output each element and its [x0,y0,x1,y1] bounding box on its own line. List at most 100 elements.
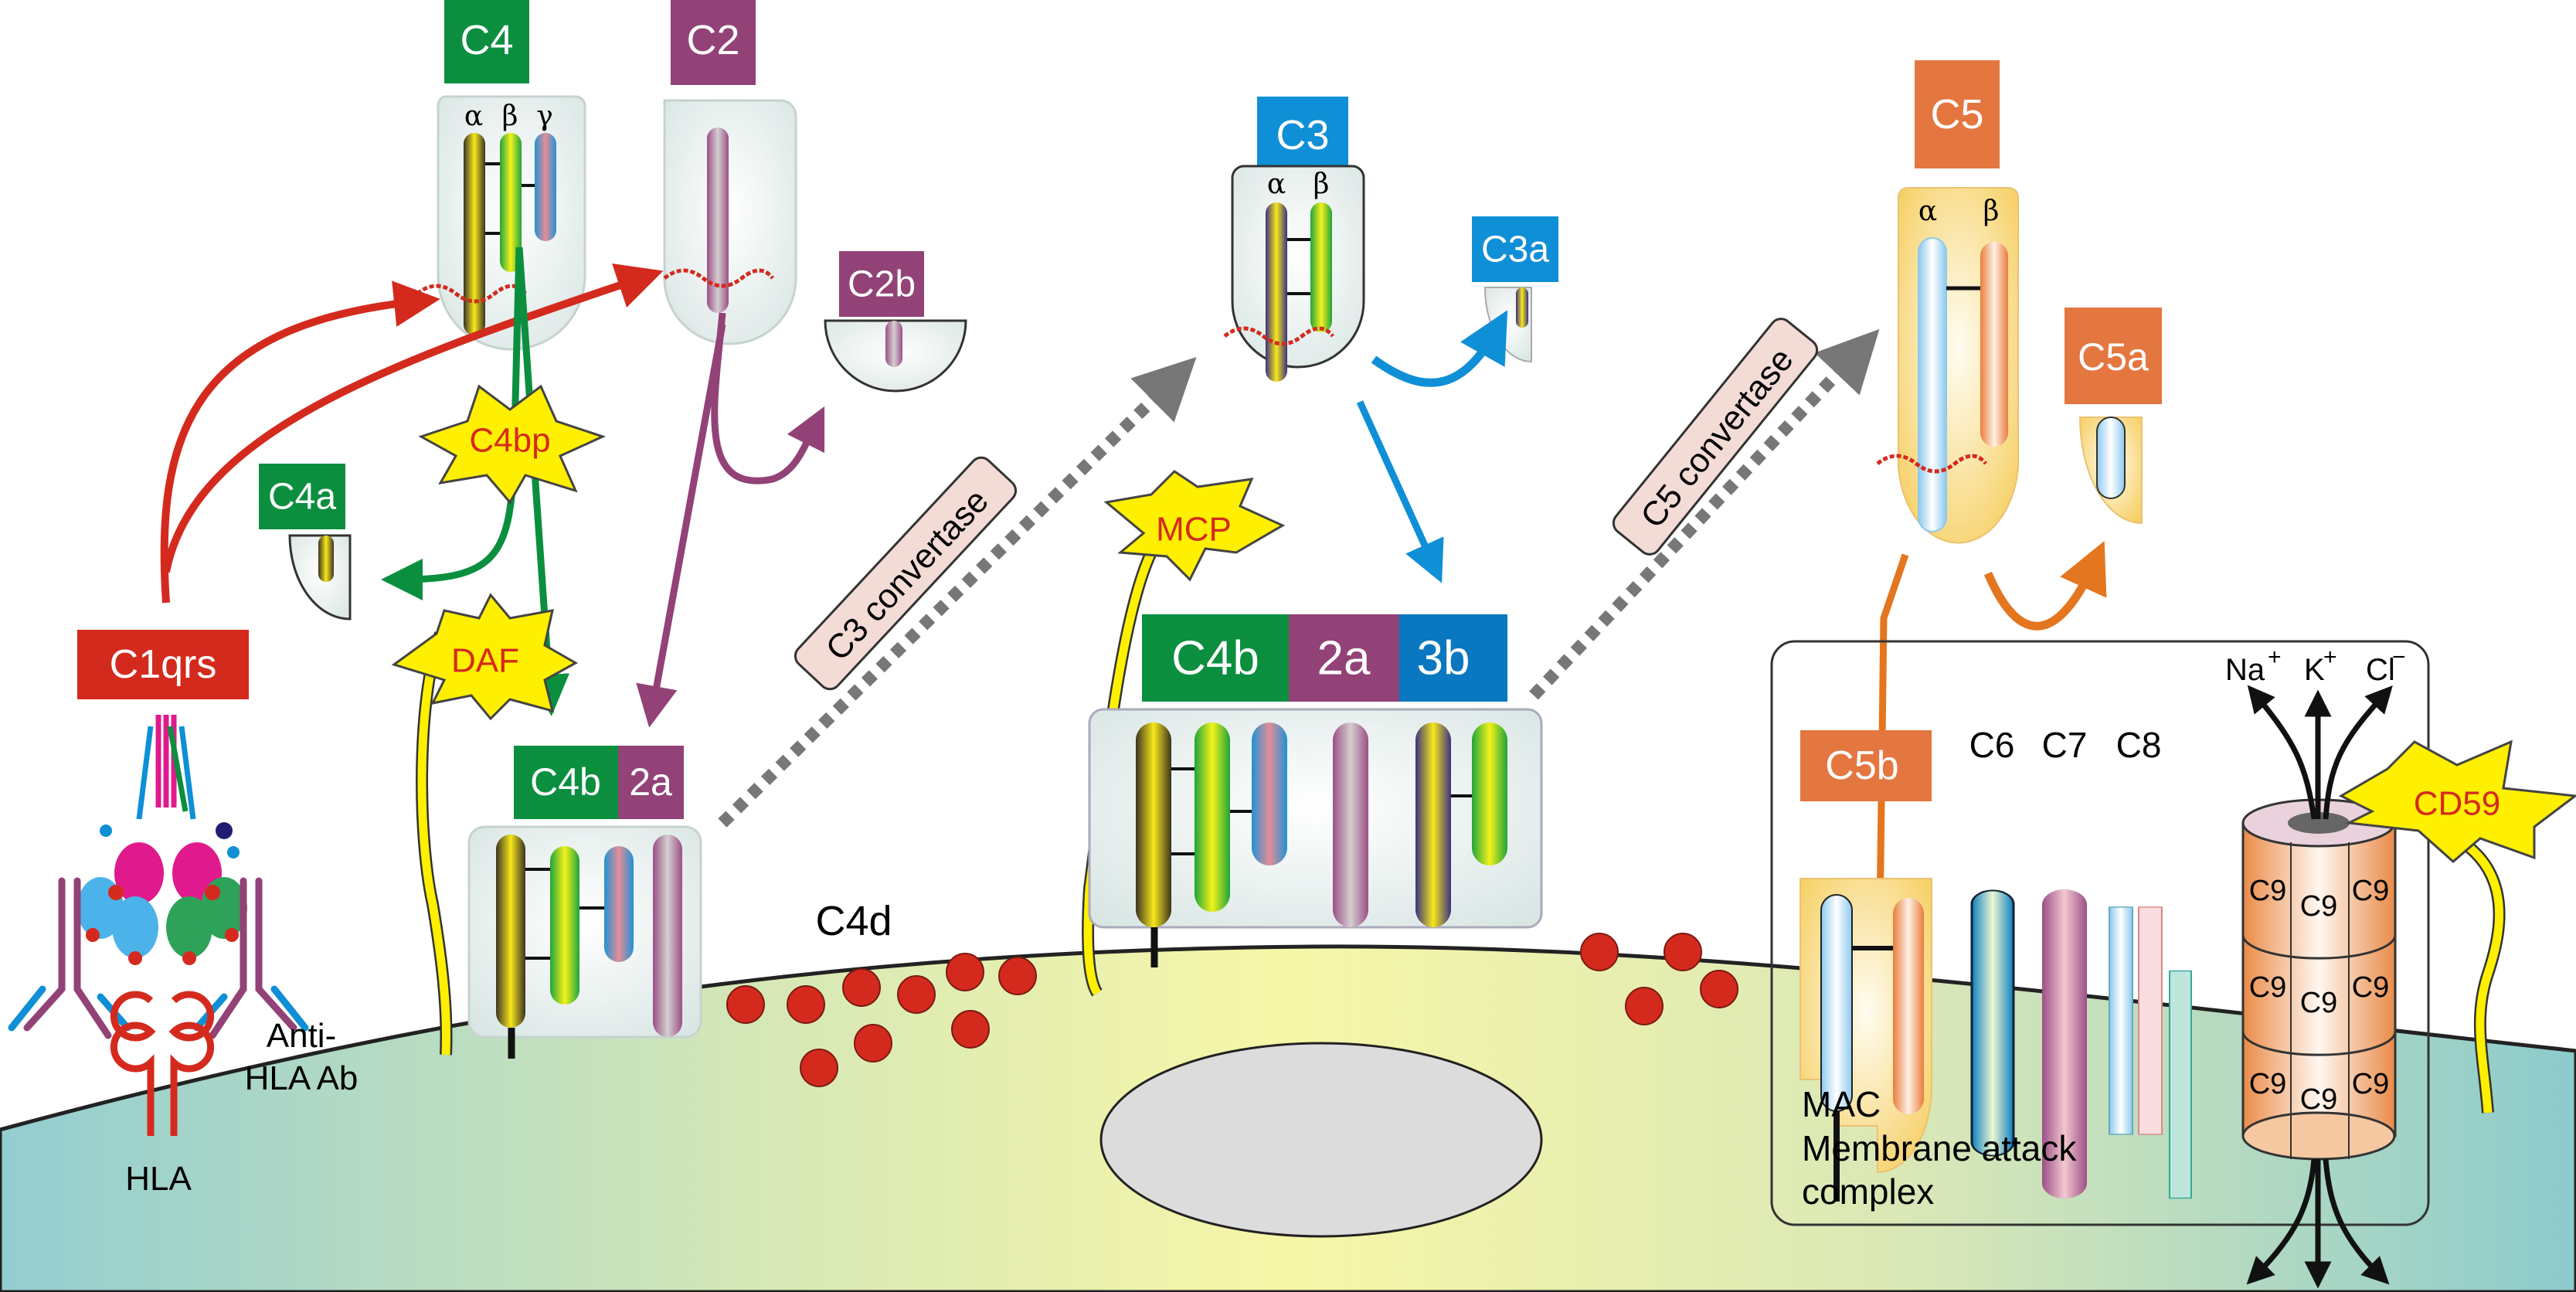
c3a-label: C3a [1481,230,1549,270]
ion-arrow-cl [2323,685,2393,820]
c8-label: C8 [2116,725,2162,765]
c6-protein [1970,889,2015,1157]
c7-protein [2042,889,2087,1199]
c4b-alpha-chain [1136,722,1171,927]
c3-molecule-box [1231,165,1365,369]
c5a-label-box [2065,308,2162,404]
c4d-label: C4d [815,898,892,944]
c8-alpha [2109,906,2133,1135]
c2-molecule-box [663,99,797,345]
c9-label: C9 [2300,1083,2338,1116]
arrow-c2-to-c4b2a [636,324,726,728]
c5-alpha-chain [1918,237,1947,532]
c2a-label: 2a [629,760,672,804]
c2b-label-box [839,251,924,317]
c4a-chain [318,536,334,582]
arrow-c3-to-c3a [1371,310,1508,387]
ion-k-charge: + [2323,644,2337,670]
ion-na-label: Na [2225,653,2265,687]
hla-label: HLA [125,1160,192,1198]
c2b-label: C2b [848,264,916,305]
c9-label: C9 [2300,890,2338,923]
ion-na-charge: + [2268,644,2282,670]
c3-beta-chain [1310,202,1332,332]
c3b-alpha-chain [1415,722,1451,927]
nucleus [1099,1042,1543,1238]
c9-label: C9 [2352,971,2390,1004]
anti-hla-ab-label: HLA Ab [245,1059,359,1097]
cleavage-site [663,268,774,288]
c5-convertase-arrow [1529,328,1880,700]
cd59-star [2338,740,2576,863]
c1qrs-label-box [77,630,249,699]
cleavage-site [1223,326,1334,346]
c6-label: C6 [1969,725,2015,765]
cleavage-site [1876,454,1987,474]
c9-pore [2241,798,2397,1161]
c8-gamma [2169,970,2192,1199]
c2a-label-box [618,746,684,819]
c4b-alpha-chain [496,835,525,1028]
ion-cl-charge: − [2392,644,2406,670]
c4bp-star [418,384,607,505]
ion-arrow-out-left [2246,1158,2317,1285]
c4-label: C4 [460,17,513,63]
c4bp-label: C4bp [469,422,550,460]
c5b-label-box [1800,730,1932,801]
hla-molecule [110,991,215,1136]
c3-alpha-chain [1266,202,1287,382]
c8-beta [2138,906,2163,1135]
c1-complex [77,715,247,965]
c3-label-box [1257,97,1348,174]
c5b-alpha-chain [1820,894,1853,1112]
c7-label: C7 [2042,725,2088,765]
c9-label: C9 [2249,971,2287,1004]
c4-alpha-chain [464,133,485,335]
c5-label-box [1915,60,2000,168]
mac-label: complex [1802,1171,1934,1212]
c3-convertase-badge: C3 convertase [794,456,1018,691]
cd59-label: CD59 [2414,785,2501,823]
c4b-beta-chain [1195,722,1230,912]
c4-alpha-label: α [464,100,483,132]
mcp-label: MCP [1156,511,1232,549]
c2-chain [707,128,729,313]
c4b-gamma-chain [604,846,634,962]
c5b-beta-chain [1893,898,1924,1114]
daf-label: DAF [451,642,519,680]
c3-label: C3 [1276,112,1329,158]
c3b-beta-chain [1472,722,1507,865]
ion-k-label: K [2304,653,2325,687]
c4b-label-box [514,746,618,819]
arrow-c3-to-c3b [1356,400,1444,583]
c3-beta-label: β [1313,168,1330,200]
c5a-chain [2096,416,2126,499]
c4b-label-box-2 [1142,614,1289,702]
arrow-c1-to-c4 [160,280,440,604]
c5-alpha-label: α [1918,196,1937,227]
c2a-chain [1333,722,1368,927]
c4b-label: C4b [530,760,601,804]
c3b-label: 3b [1417,632,1470,685]
mac-label: MAC [1802,1084,1881,1124]
c2a-label-box-2 [1289,614,1399,702]
c4a-label-box [259,464,345,529]
mac-box [1770,640,2430,1226]
c4b-beta-chain [550,846,579,1005]
c4-gamma-chain [535,133,556,241]
mac-label: Membrane attack [1802,1128,2077,1168]
anti-hla-ab-label: Anti- [267,1017,336,1055]
daf-tether [417,632,451,1056]
c4d-deposits [726,933,1738,1087]
c4b-label-2: C4b [1171,632,1259,685]
c4-gamma-label: γ [536,100,553,132]
c3a-chain [1516,287,1528,328]
mcp-star [1103,470,1286,582]
c2a-label-2: 2a [1317,632,1371,685]
c5-beta-chain [1980,242,2008,447]
c9-label: C9 [2249,875,2287,907]
c4b2a-molecule-box [467,825,702,1039]
c2-label: C2 [686,17,739,63]
c3a-label-box [1472,216,1558,282]
c4b-gamma-chain [1252,722,1287,865]
